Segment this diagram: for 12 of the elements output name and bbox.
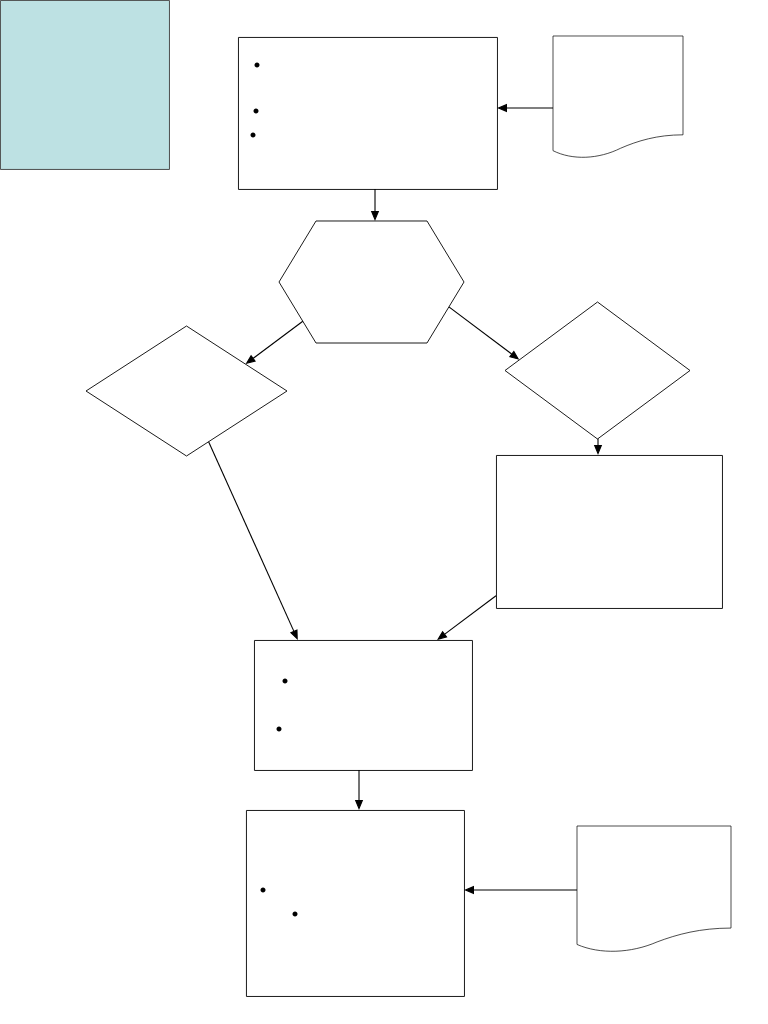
process-box <box>246 810 465 997</box>
shaded-box <box>0 0 170 170</box>
decision-diamond <box>85 325 288 457</box>
process-box <box>254 640 473 771</box>
decision-diamond <box>504 301 691 440</box>
arrow <box>437 595 497 640</box>
arrow <box>208 441 298 640</box>
document-shape <box>576 825 732 952</box>
process-box <box>496 455 723 609</box>
document-shape <box>552 35 684 158</box>
hexagon <box>278 220 465 344</box>
process-box <box>238 37 498 190</box>
